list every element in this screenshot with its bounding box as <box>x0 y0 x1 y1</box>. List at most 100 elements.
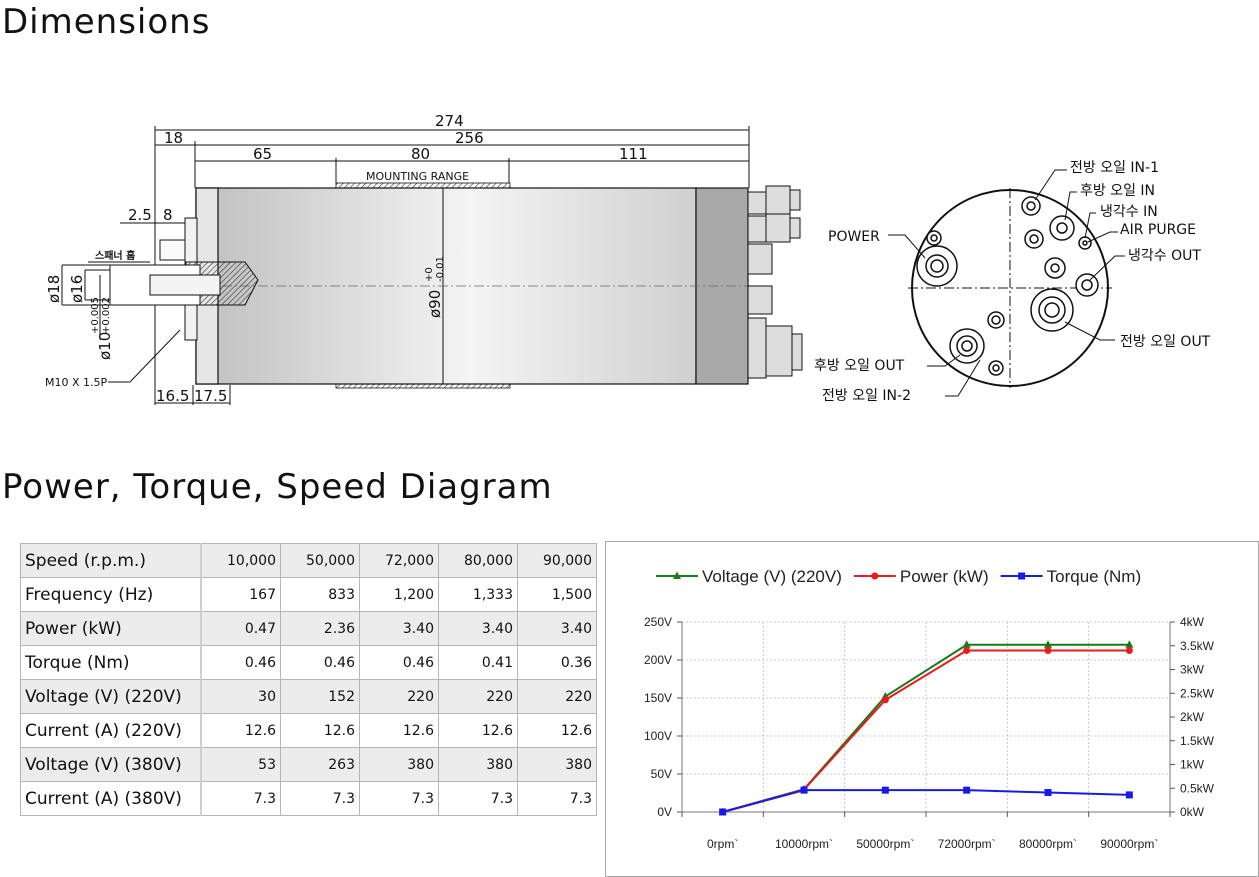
x-tick-label: 80000rpm` <box>1019 837 1077 851</box>
data-point <box>1044 640 1052 648</box>
front-oil-out-label: 전방 오일 OUT <box>1120 334 1211 350</box>
power-torque-speed-chart: 0V50V100V150V200V250V0kW0.5kW1kW1.5kW2kW… <box>644 567 1215 851</box>
table-cell: 12.6 <box>200 713 281 748</box>
row-label: Current (A) (220V) <box>20 713 202 748</box>
table-cell: 833 <box>280 577 360 612</box>
dim-111: 111 <box>619 145 648 163</box>
table-cell: 7.3 <box>200 781 281 816</box>
y-right-tick-label: 1.5kW <box>1180 734 1215 748</box>
dim-274: 274 <box>435 112 464 130</box>
y-left-tick-label: 250V <box>644 615 672 629</box>
air-purge-label: AIR PURGE <box>1120 222 1196 238</box>
x-tick-label: 90000rpm` <box>1100 837 1158 851</box>
row-label: Power (kW) <box>20 611 202 646</box>
table-cell: 3.40 <box>517 611 597 646</box>
front-oil-in-1-label: 전방 오일 IN-1 <box>1070 160 1159 176</box>
table-cell: 0.46 <box>200 645 281 680</box>
data-point <box>1044 789 1052 797</box>
dimension-labels: 274 256 18 65 80 111 2.5 8 16.5 17.5 ø18… <box>45 112 648 405</box>
table-cell: 0.36 <box>517 645 597 680</box>
table-cell: 2.36 <box>280 611 360 646</box>
data-point <box>881 786 889 794</box>
table-cell: 1,200 <box>359 577 439 612</box>
dim-phi90-tol-up: +0 <box>424 267 435 282</box>
dimension-drawing: 274 256 18 65 80 111 2.5 8 16.5 17.5 ø18… <box>45 112 1211 405</box>
data-point <box>1044 647 1052 654</box>
row-label: Frequency (Hz) <box>20 577 202 612</box>
x-tick-label: 10000rpm` <box>775 837 833 851</box>
y-left-tick-label: 200V <box>644 653 672 667</box>
data-point <box>1125 647 1133 654</box>
table-cell: 220 <box>359 679 439 714</box>
dim-8: 8 <box>163 206 173 224</box>
table-cell: 12.6 <box>438 713 518 748</box>
legend-marker <box>1018 572 1026 580</box>
table-cell: 50,000 <box>280 543 360 578</box>
row-label: Speed (r.p.m.) <box>20 543 202 578</box>
table-cell: 380 <box>517 747 597 782</box>
data-point <box>1125 640 1134 648</box>
y-left-tick-label: 50V <box>651 767 672 781</box>
table-cell: 3.40 <box>359 611 439 646</box>
dim-2-5: 2.5 <box>128 206 152 224</box>
row-label: Current (A) (380V) <box>20 781 202 816</box>
table-cell: 380 <box>359 747 439 782</box>
table-cell: 12.6 <box>517 713 597 748</box>
table-cell: 0.46 <box>359 645 439 680</box>
rear-oil-out-label: 후방 오일 OUT <box>814 358 905 374</box>
x-tick-label: 50000rpm` <box>856 837 914 851</box>
diagram-heading: Power, Torque, Speed Diagram <box>2 467 553 507</box>
mounting-range-label: MOUNTING RANGE <box>366 170 469 183</box>
row-label: Torque (Nm) <box>20 645 202 680</box>
table-cell: 3.40 <box>438 611 518 646</box>
data-point <box>962 640 971 648</box>
end-view-labels: POWER 전방 오일 IN-1 후방 오일 IN 냉각수 IN AIR PUR… <box>814 160 1211 404</box>
table-cell: 220 <box>438 679 518 714</box>
y-right-tick-label: 2.5kW <box>1180 686 1215 700</box>
table-cell: 10,000 <box>200 543 281 578</box>
dim-17-5: 17.5 <box>194 387 227 405</box>
spindle-body <box>109 185 803 385</box>
table-cell: 30 <box>200 679 281 714</box>
data-point <box>1125 791 1133 799</box>
y-right-tick-label: 2kW <box>1180 710 1205 724</box>
table-cell: 263 <box>280 747 360 782</box>
dim-65: 65 <box>253 145 272 163</box>
dim-phi18: ø18 <box>45 275 63 303</box>
dim-phi10-tol-down: +0.002 <box>101 297 112 334</box>
data-point <box>800 786 808 794</box>
table-cell: 1,500 <box>517 577 597 612</box>
dim-16-5: 16.5 <box>156 387 189 405</box>
table-cell: 220 <box>517 679 597 714</box>
row-label: Voltage (V) (220V) <box>20 679 202 714</box>
rear-oil-in-label: 후방 오일 IN <box>1080 183 1155 199</box>
table-cell: 12.6 <box>280 713 360 748</box>
data-point <box>881 696 889 704</box>
legend-marker <box>871 572 879 580</box>
dim-phi90-tol-down: -0.01 <box>435 256 446 282</box>
front-oil-in-2-label: 전방 오일 IN-2 <box>822 388 911 404</box>
table-cell: 7.3 <box>280 781 360 816</box>
dim-80: 80 <box>411 145 430 163</box>
mounting-range-top <box>335 182 511 189</box>
table-cell: 80,000 <box>438 543 518 578</box>
legend-label: Power (kW) <box>900 567 989 586</box>
legend-marker <box>673 571 681 579</box>
spanner-label: 스패너 홈 <box>95 249 135 262</box>
dim-phi10: ø10 <box>96 332 114 360</box>
y-left-tick-label: 0V <box>657 805 672 819</box>
x-tick-label: 0rpm` <box>707 837 738 851</box>
table-cell: 380 <box>438 747 518 782</box>
dim-256: 256 <box>455 129 484 147</box>
data-point <box>963 647 971 654</box>
y-right-tick-label: 0kW <box>1180 805 1205 819</box>
dim-18: 18 <box>164 129 183 147</box>
dim-phi16: ø16 <box>68 275 86 303</box>
